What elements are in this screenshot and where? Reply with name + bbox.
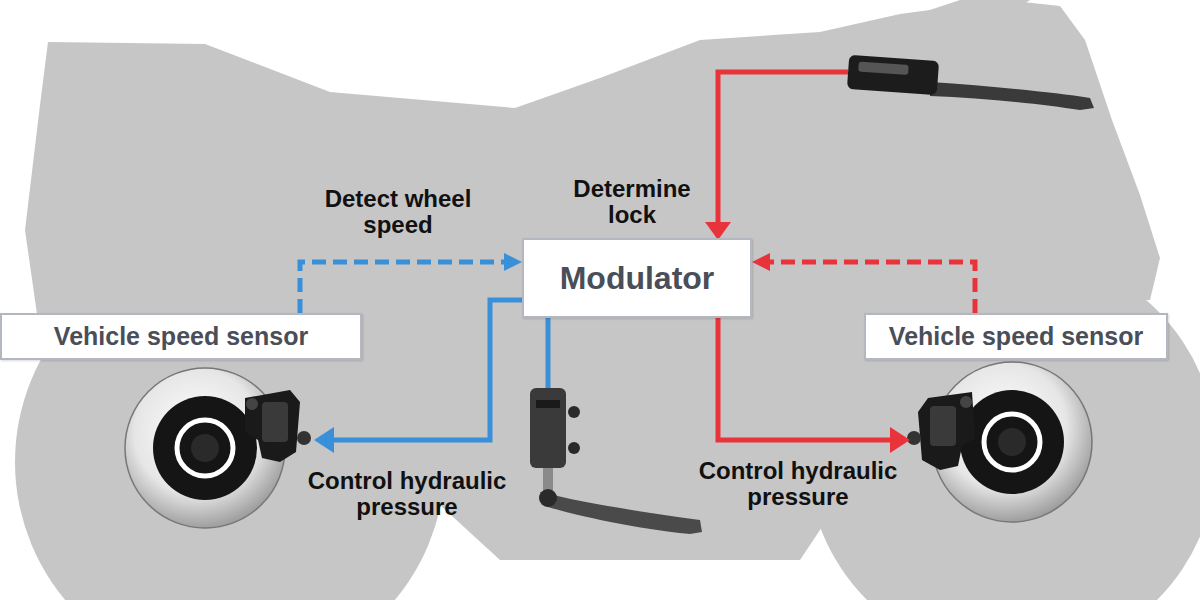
signal-line xyxy=(300,262,504,313)
front-brake-caliper xyxy=(907,392,975,470)
function-label: Control hydraulic pressure xyxy=(673,458,923,510)
rear-brake-caliper xyxy=(245,390,311,462)
box-text: Vehicle speed sensor xyxy=(54,322,308,351)
arrow-head xyxy=(314,427,334,453)
function-label: Control hydraulic pressure xyxy=(282,468,532,520)
sensor-box: Vehicle speed sensor xyxy=(864,313,1168,360)
arrow-head xyxy=(890,427,910,453)
modulator-box: Modulator xyxy=(522,238,752,318)
signal-line xyxy=(770,262,975,313)
hydraulic-lines xyxy=(334,72,890,440)
box-text: Vehicle speed sensor xyxy=(889,322,1143,351)
front-brake-lever xyxy=(847,55,1094,110)
edge-label: Detect wheel speed xyxy=(298,186,498,238)
box-text: Modulator xyxy=(560,260,715,297)
rear-brake-pedal xyxy=(530,388,702,534)
bike-silhouette xyxy=(15,0,1200,600)
function-label: Determine lock xyxy=(557,176,707,228)
sensor-box: Vehicle speed sensor xyxy=(0,313,362,360)
